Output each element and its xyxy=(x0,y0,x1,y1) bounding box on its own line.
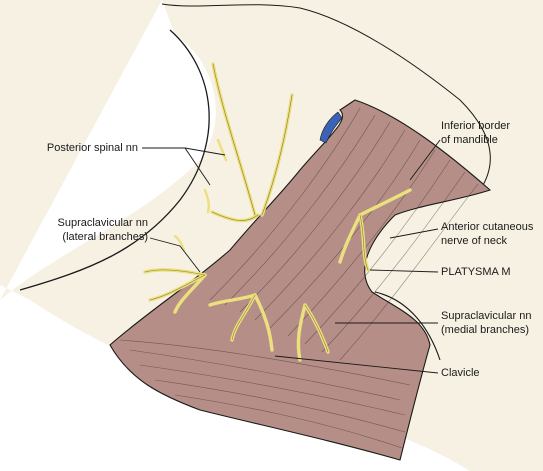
label-anterior-cutaneous-nerve: Anterior cutaneous nerve of neck xyxy=(441,220,533,248)
label-supraclavicular-lateral-line1: Supraclavicular nn xyxy=(57,217,149,229)
label-anterior-cutaneous-line2: nerve of neck xyxy=(441,235,508,247)
label-clavicle: Clavicle xyxy=(441,367,480,379)
leader-lines xyxy=(142,139,441,374)
nerves xyxy=(143,62,412,362)
label-anterior-cutaneous-line1: Anterior cutaneous xyxy=(441,221,534,233)
label-inferior-border-line1: Inferior border xyxy=(441,120,511,132)
platysma-muscle xyxy=(109,99,492,461)
label-inferior-border-of-mandible: Inferior border of mandible xyxy=(441,119,510,147)
skin-outline-shoulder xyxy=(19,29,210,291)
label-supraclavicular-lateral: Supraclavicular nn (lateral branches) xyxy=(20,216,149,244)
skin-outline-neck-top xyxy=(161,3,491,191)
label-platysma-m: PLATYSMA M xyxy=(441,266,511,278)
label-posterior-spinal-nn: Posterior spinal nn xyxy=(46,142,138,154)
label-inferior-border-line2: of mandible xyxy=(441,134,498,146)
skin-outline-chest xyxy=(374,291,441,361)
label-supraclavicular-medial: Supraclavicular nn (medial branches) xyxy=(441,309,532,337)
label-supraclavicular-medial-line1: Supraclavicular nn xyxy=(441,310,532,322)
muscle-fibers xyxy=(119,107,479,449)
label-supraclavicular-medial-line2: (medial branches) xyxy=(441,324,530,336)
vein xyxy=(319,111,343,144)
label-supraclavicular-lateral-line2: (lateral branches) xyxy=(62,231,148,243)
